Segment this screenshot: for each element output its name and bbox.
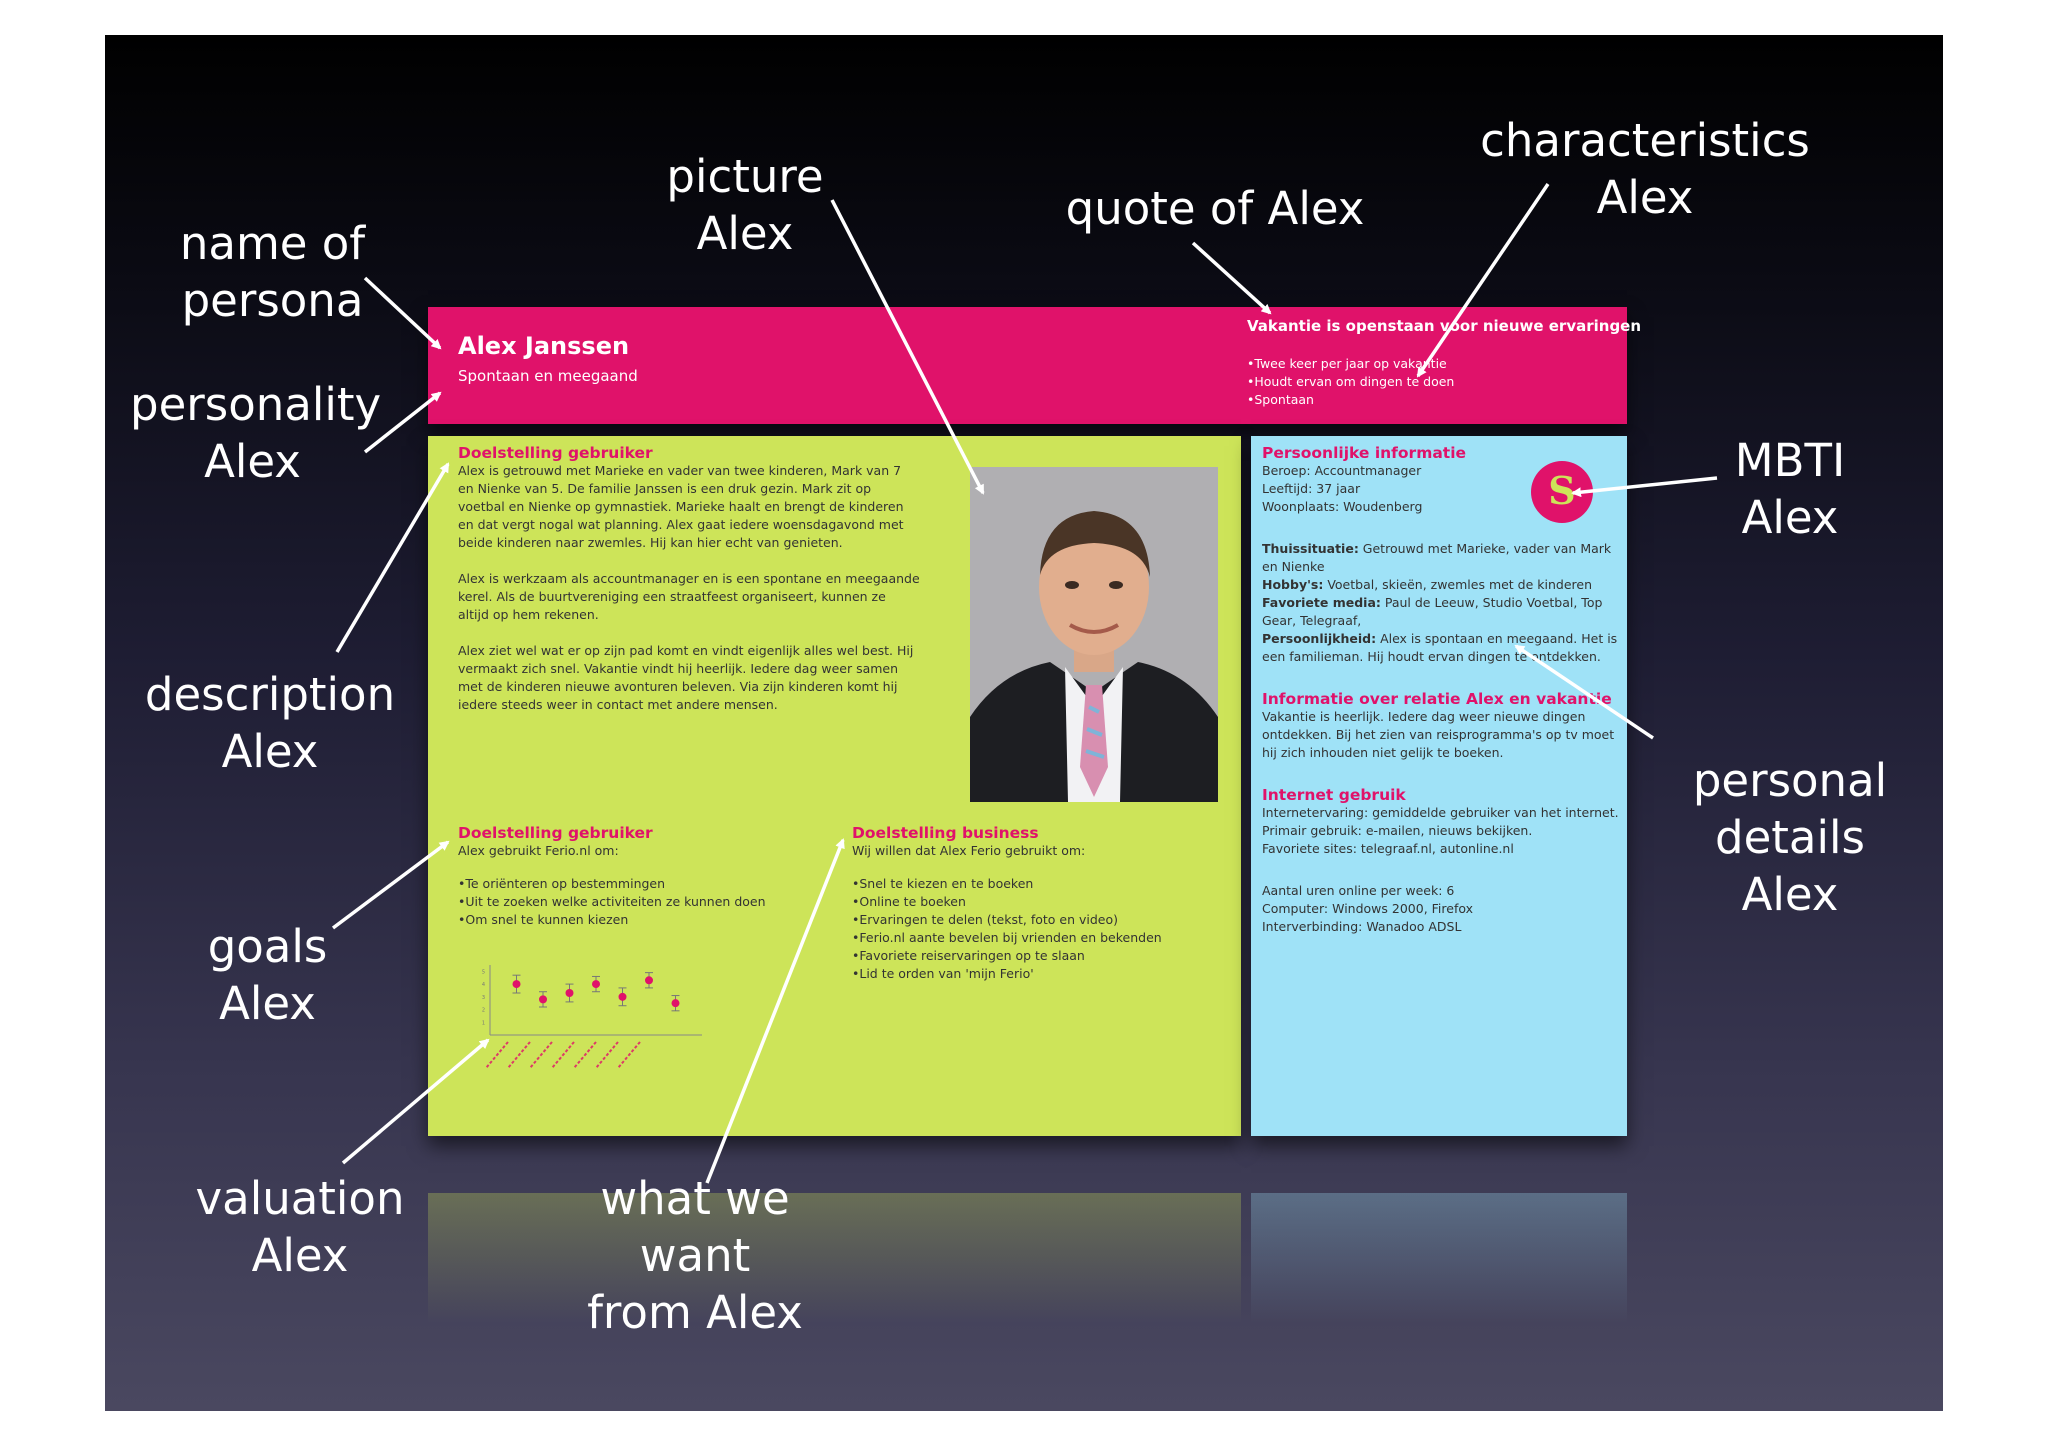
- description-paragraph: Alex ziet wel wat er op zijn pad komt en…: [458, 643, 914, 712]
- internet-item: Interverbinding: Wanadoo ADSL: [1262, 919, 1462, 934]
- goal-item: Snel te kiezen en te boeken: [852, 875, 1232, 893]
- persona-photo: [970, 467, 1218, 802]
- data-point: [645, 976, 653, 985]
- personal-heading: Persoonlijke informatie: [1262, 444, 1467, 462]
- label-personal-details: personal details Alex: [1692, 754, 1888, 921]
- description-heading: Doelstelling gebruiker: [458, 444, 653, 462]
- arrow-valuation: [341, 1038, 490, 1165]
- internet-item: Primair gebruik: e-mailen, nieuws bekijk…: [1262, 823, 1533, 838]
- data-point: [618, 992, 627, 1001]
- label-personality: personality Alex: [130, 378, 382, 488]
- label-what-we-want: what we want from Alex: [587, 1172, 803, 1339]
- label-valuation: valuation Alex: [195, 1172, 405, 1282]
- label-mbti: MBTI Alex: [1734, 434, 1846, 544]
- thuissituatie: Thuissituatie: Getrouwd met Marieke, vad…: [1262, 541, 1612, 574]
- description-block: Doelstelling gebruiker Alex is getrouwd …: [458, 444, 920, 732]
- arrow-name: [363, 276, 442, 350]
- goal-item: Ferio.nl aante bevelen bij vrienden en b…: [852, 929, 1232, 947]
- persona-personality: Spontaan en meegaand: [458, 367, 638, 385]
- characteristic-item: Houdt ervan om dingen te doen: [1247, 373, 1454, 391]
- goals-user-list: Te oriënteren op bestemmingen Uit te zoe…: [458, 875, 788, 929]
- goals-business-heading: Doelstelling business: [852, 824, 1039, 842]
- description-paragraph: Alex is werkzaam als accountmanager en i…: [458, 571, 920, 622]
- data-point: [539, 995, 547, 1004]
- panel-reflection: [1251, 1193, 1627, 1323]
- label-quote: quote of Alex: [1065, 182, 1365, 235]
- y-tick-label: 4: [482, 982, 485, 988]
- arrow-characteristics: [1416, 183, 1550, 378]
- description-paragraph: Alex is getrouwd met Marieke en vader va…: [458, 463, 904, 550]
- goal-item: Uit te zoeken welke activiteiten ze kunn…: [458, 893, 788, 911]
- goal-item: Lid te orden van 'mijn Ferio': [852, 965, 1232, 983]
- goals-business-block: Doelstelling business Wij willen dat Ale…: [852, 824, 1232, 983]
- internet-item: Computer: Windows 2000, Firefox: [1262, 901, 1474, 916]
- goals-user-intro: Alex gebruikt Ferio.nl om:: [458, 843, 619, 858]
- data-point: [592, 980, 600, 989]
- characteristic-item: Spontaan: [1247, 391, 1454, 409]
- internet-item: Internetervaring: gemiddelde gebruiker v…: [1262, 805, 1619, 820]
- persona-name: Alex Janssen: [458, 332, 630, 360]
- woonplaats: Woonplaats: Woudenberg: [1262, 499, 1423, 514]
- goal-item: Online te boeken: [852, 893, 1232, 911]
- persona-photo-illustration: [970, 467, 1218, 802]
- internet-item: Aantal uren online per week: 6: [1262, 883, 1455, 898]
- hobbys: Hobby's: Voetbal, skieën, zwemles met de…: [1262, 577, 1593, 592]
- label-name-of-persona: name of persona: [179, 217, 366, 327]
- label-description: description Alex: [144, 668, 396, 778]
- goals-user-block: Doelstelling gebruiker Alex gebruikt Fer…: [458, 824, 788, 929]
- favoriete-media: Favoriete media: Paul de Leeuw, Studio V…: [1262, 595, 1603, 628]
- arrow-picture: [830, 199, 985, 495]
- beroep: Beroep: Accountmanager: [1262, 463, 1422, 478]
- arrow-goals: [331, 840, 450, 930]
- characteristics-list: Twee keer per jaar op vakantie Houdt erv…: [1247, 355, 1454, 409]
- arrow-personality: [363, 391, 442, 454]
- y-tick-label: 2: [482, 1008, 485, 1014]
- internet-item: Favoriete sites: telegraaf.nl, autonline…: [1262, 841, 1514, 856]
- goal-item: Te oriënteren op bestemmingen: [458, 875, 788, 893]
- goals-business-intro: Wij willen dat Alex Ferio gebruikt om:: [852, 843, 1086, 858]
- y-tick-label: 3: [482, 995, 485, 1001]
- relatie-text: Vakantie is heerlijk. Iedere dag weer ni…: [1262, 709, 1615, 760]
- goals-user-heading: Doelstelling gebruiker: [458, 824, 653, 842]
- label-goals: goals Alex: [207, 920, 328, 1030]
- label-characteristics: characteristics Alex: [1480, 114, 1810, 224]
- arrow-personal-details: [1514, 644, 1654, 740]
- persona-quote: Vakantie is openstaan voor nieuwe ervari…: [1247, 317, 1642, 335]
- x-tick-labels: [485, 1041, 641, 1069]
- leeftijd: Leeftijd: 37 jaar: [1262, 481, 1361, 496]
- arrow-mbti: [1571, 476, 1718, 498]
- data-point: [512, 980, 521, 989]
- data-point: [671, 999, 680, 1008]
- arrow-what-we-want: [705, 838, 845, 1184]
- goal-item: Ervaringen te delen (tekst, foto en vide…: [852, 911, 1232, 929]
- description-text: Alex is getrouwd met Marieke en vader va…: [458, 462, 920, 714]
- arrow-quote: [1191, 241, 1272, 315]
- y-tick-label: 1: [482, 1020, 485, 1026]
- data-point: [565, 989, 574, 997]
- label-picture: picture Alex: [666, 150, 824, 260]
- valuation-chart: 1 2 3 4 5: [482, 965, 702, 1069]
- goal-item: Om snel te kunnen kiezen: [458, 911, 788, 929]
- characteristic-item: Twee keer per jaar op vakantie: [1247, 355, 1454, 373]
- personal-details-block: Persoonlijke informatie Beroep: Accountm…: [1262, 444, 1622, 936]
- goal-item: Favoriete reiservaringen op te slaan: [852, 947, 1232, 965]
- mbti-badge: S: [1531, 461, 1593, 523]
- personal-details-panel: [1251, 436, 1627, 1136]
- relatie-heading: Informatie over relatie Alex en vakantie: [1262, 690, 1612, 708]
- y-tick-label: 5: [482, 969, 485, 975]
- internet-heading: Internet gebruik: [1262, 786, 1406, 804]
- arrow-description: [335, 462, 450, 653]
- panel-reflection: [428, 1193, 1241, 1323]
- goals-business-list: Snel te kiezen en te boeken Online te bo…: [852, 875, 1232, 983]
